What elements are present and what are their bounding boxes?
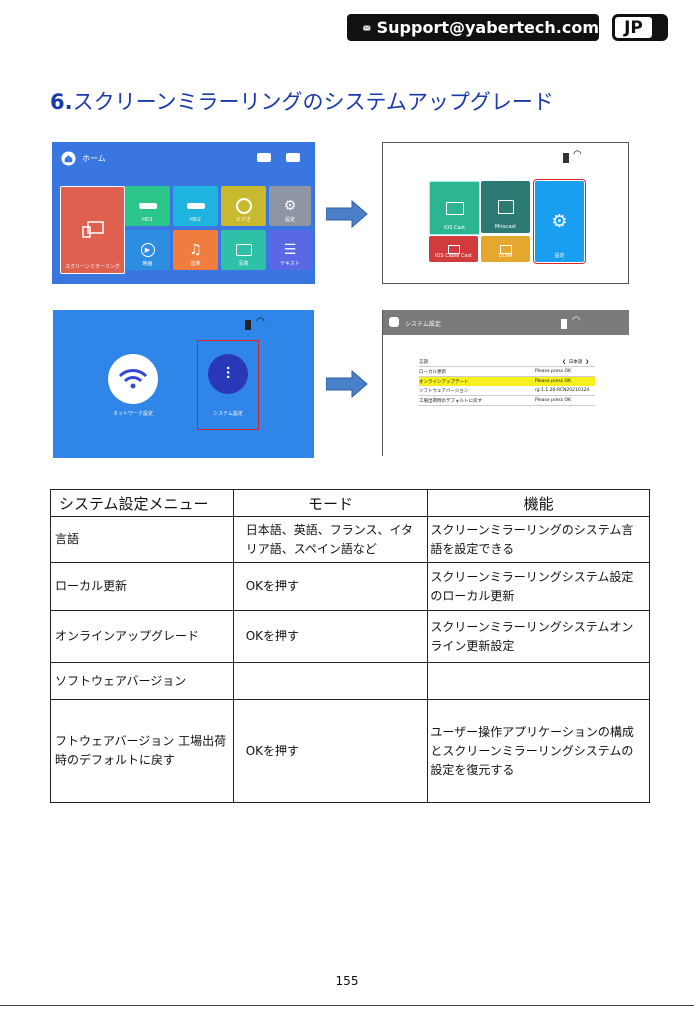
usb-icon <box>563 153 569 163</box>
section-title: 6.スクリーンミラーリングのシステムアップグレード <box>50 86 554 116</box>
wifi-icon <box>118 369 148 389</box>
system-settings-list: 言語 ❮ 日本語 ❯ ローカル更新 Please press OK オンラインア… <box>419 357 595 406</box>
system-settings-title: システム設定 <box>405 321 441 328</box>
chevron-left-icon[interactable]: ❮ <box>562 359 566 365</box>
mirror-icon <box>81 221 104 238</box>
tile-miracast[interactable]: Miracast <box>481 181 530 233</box>
settings-menu-table: システム設定メニュー モード 機能 言語 日本語、英語、フランス、イタリア語、ス… <box>50 489 650 803</box>
settings-choice-screen: ◠ ネットワーク設定 ⫶ システム設定 <box>53 310 314 458</box>
sliders-icon: ⫶ <box>225 364 230 383</box>
tile-dlna[interactable]: DLNA <box>481 236 530 262</box>
disc-icon <box>235 198 252 214</box>
table-cell: OKを押す <box>232 699 429 803</box>
table-cell: OKを押す <box>232 610 429 663</box>
settings-row[interactable]: 言語 ❮ 日本語 ❯ <box>419 357 595 367</box>
home-title: ホーム <box>82 154 106 163</box>
table-header: システム設定メニュー <box>50 489 234 517</box>
table-row: ソフトウェアバージョン <box>50 662 650 700</box>
section-title-text: スクリーンミラーリングのシステムアップグレード <box>72 90 554 114</box>
table-cell: スクリーンミラーリングシステム設定のローカル更新 <box>427 562 650 611</box>
cable-icon <box>447 244 460 254</box>
mail-icon <box>363 24 371 31</box>
hdmi-icon <box>186 203 205 209</box>
tile-hd2[interactable]: HD2 <box>173 186 218 226</box>
usb-icon <box>561 319 567 329</box>
section-number: 6. <box>50 90 73 114</box>
divider <box>0 1005 694 1006</box>
tv-icon <box>499 244 512 254</box>
table-header: 機能 <box>427 489 650 517</box>
mirror-menu-screen: ◠ iOS Cast Miracast ⚙ 設定 iOS Cable Cast … <box>382 142 629 284</box>
tile-hd1[interactable]: HD1 <box>125 186 170 226</box>
hdmi-icon <box>138 203 157 209</box>
page-number: 155 <box>335 974 359 988</box>
settings-row-selected[interactable]: オンラインアップデート Please press OK <box>419 377 595 386</box>
system-settings-button[interactable]: ⫶ <box>208 354 248 394</box>
wifi-icon: ◠ <box>256 316 265 327</box>
table-header: モード <box>232 489 429 517</box>
system-settings-label: システム設定 <box>213 411 243 417</box>
support-email-badge: Support@yabertech.com <box>347 14 599 41</box>
table-cell <box>427 662 650 700</box>
system-settings-header: システム設定 ◠ <box>383 310 629 335</box>
table-cell: 日本語、英語、フランス、イタリア語、スペイン語など <box>232 516 429 563</box>
table-cell: 言語 <box>50 516 234 563</box>
table-row: 言語 日本語、英語、フランス、イタリア語、スペイン語など スクリーンミラーリング… <box>50 516 650 563</box>
hdmi-icon <box>286 153 300 162</box>
tile-music[interactable]: ♫ 音楽 <box>173 230 218 270</box>
table-cell: オンラインアップグレード <box>50 610 234 663</box>
settings-row[interactable]: ソフトウェアバージョン rg.1.1.26-RCN20210324 <box>419 386 595 396</box>
table-cell <box>232 662 429 700</box>
table-header-row: システム設定メニュー モード 機能 <box>50 489 650 517</box>
table-row: オンラインアップグレード OKを押す スクリーンミラーリングシステムオンライン更… <box>50 610 650 663</box>
settings-row[interactable]: ローカル更新 Please press OK <box>419 367 595 377</box>
home-icon <box>61 151 76 166</box>
airplay-icon <box>445 201 464 215</box>
play-icon: ▶ <box>140 243 155 257</box>
tile-text[interactable]: ☰ テキスト <box>269 230 311 270</box>
table-cell: ユーザー操作アプリケーションの構成とスクリーンミラーリングシステムの設定を復元す… <box>427 699 650 803</box>
wifi-icon: ◠ <box>573 149 582 160</box>
menu-icon: ☰ <box>283 242 297 258</box>
table-cell: ローカル更新 <box>50 562 234 611</box>
hdmi-icon <box>257 153 271 162</box>
camera-icon <box>235 244 252 256</box>
support-email: Support@yabertech.com <box>376 18 599 37</box>
tile-video[interactable]: ビデオ <box>221 186 266 226</box>
table-row: フトウェアバージョン 工場出荷時のデフォルトに戻す OKを押す ユーザー操作アプ… <box>50 699 650 803</box>
table-row: ローカル更新 OKを押す スクリーンミラーリングシステム設定のローカル更新 <box>50 562 650 611</box>
tile-photo[interactable]: 写真 <box>221 230 266 270</box>
settings-app-icon <box>389 317 399 327</box>
language-badge: JP <box>612 14 655 41</box>
settings-row[interactable]: 工場出荷時のデフォルトに戻す Please press OK <box>419 396 595 406</box>
chevron-right-icon[interactable]: ❯ <box>585 359 589 365</box>
gear-icon: ⚙ <box>551 210 568 232</box>
cast-icon <box>497 200 514 214</box>
table-cell: ソフトウェアバージョン <box>50 662 234 700</box>
tile-ios-cable-cast[interactable]: iOS Cable Cast <box>429 236 478 262</box>
tile-screen-mirroring[interactable]: スクリーンミラーリング <box>60 186 125 274</box>
tile-settings[interactable]: ⚙ 設定 <box>269 186 311 226</box>
table-cell: スクリーンミラーリングのシステム言語を設定できる <box>427 516 650 563</box>
wifi-icon: ◠ <box>572 315 581 326</box>
tile-movie[interactable]: ▶ 映画 <box>125 230 170 270</box>
selection-highlight <box>197 340 259 430</box>
arrow-right-icon <box>326 370 368 398</box>
table-cell: OKを押す <box>232 562 429 611</box>
system-settings-screen: システム設定 ◠ 言語 ❮ 日本語 ❯ ローカル更新 Please press … <box>382 310 629 456</box>
table-cell: フトウェアバージョン 工場出荷時のデフォルトに戻す <box>50 699 234 803</box>
network-settings-label: ネットワーク設定 <box>112 411 153 417</box>
gear-icon: ⚙ <box>283 198 297 214</box>
table-cell: スクリーンミラーリングシステムオンライン更新設定 <box>427 610 650 663</box>
network-settings-button[interactable] <box>108 354 158 404</box>
tile-ios-cast[interactable]: iOS Cast <box>429 181 480 235</box>
arrow-right-icon <box>326 200 368 228</box>
home-screen: ホーム スクリーンミラーリング HD1 HD2 ビデオ ⚙ 設定 ▶ 映画 ♫ … <box>52 142 315 284</box>
usb-icon <box>245 320 251 330</box>
music-icon: ♫ <box>189 242 202 258</box>
tile-mirror-settings[interactable]: ⚙ 設定 <box>533 179 586 264</box>
